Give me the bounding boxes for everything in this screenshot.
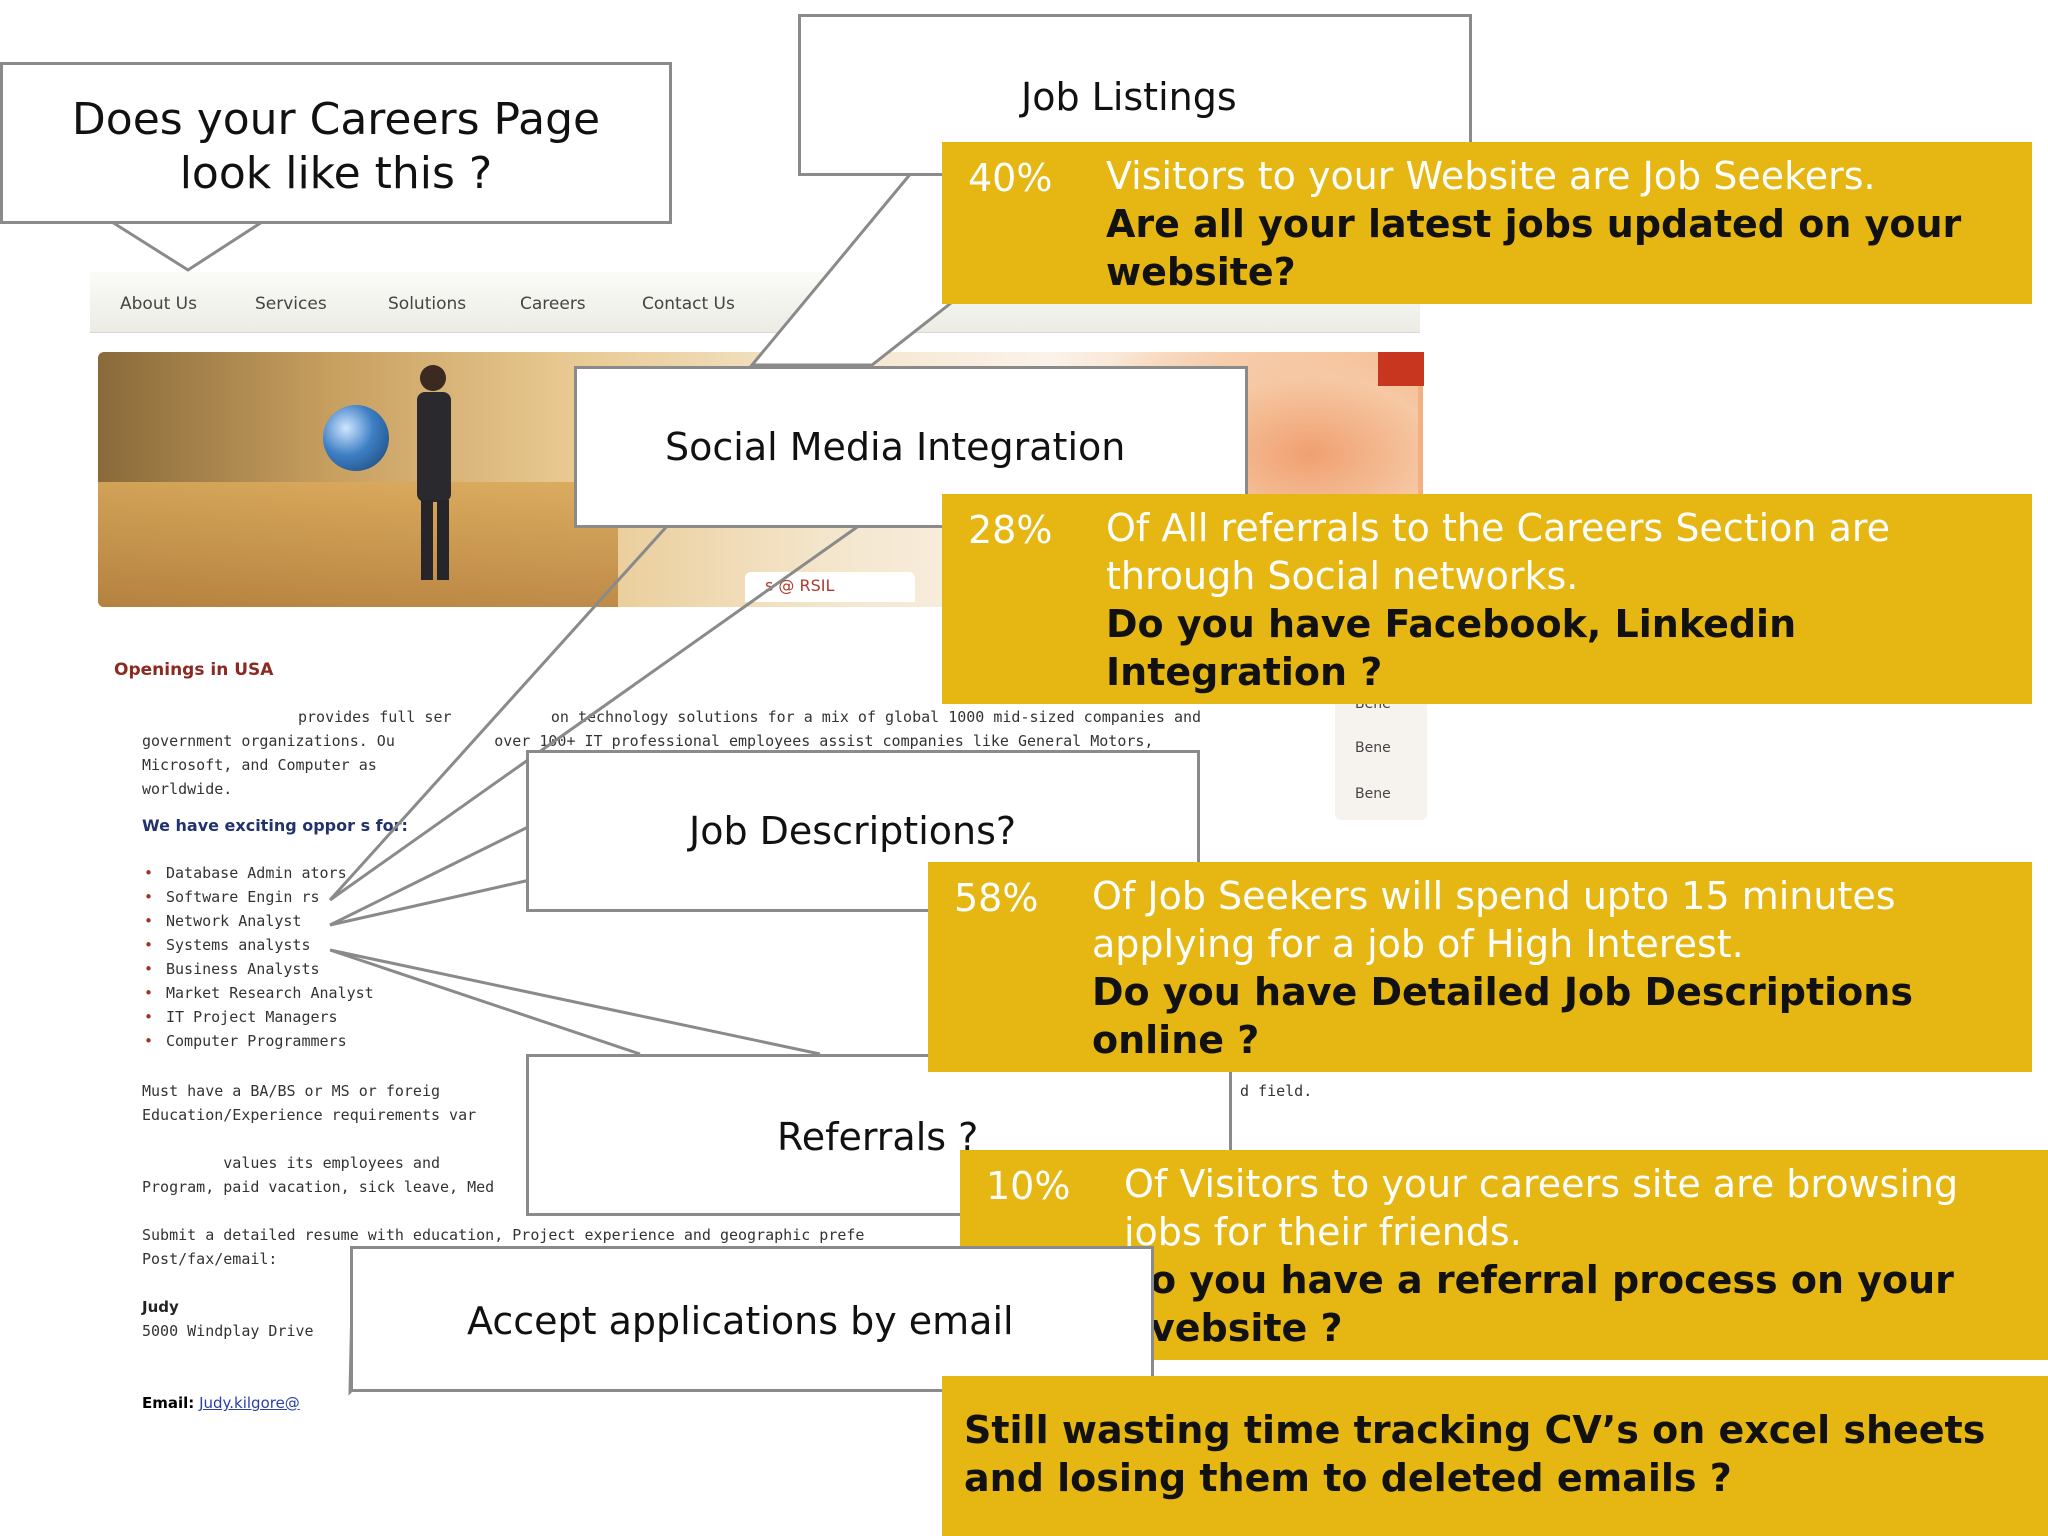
nav-solutions[interactable]: Solutions (388, 294, 467, 314)
nav-services[interactable]: Services (255, 294, 327, 314)
job-listings-label: Job Listings (1021, 75, 1237, 119)
stat-percent: 28% (968, 508, 1053, 552)
contact-name: Judy (142, 1298, 179, 1316)
requirements-line-1: Must have a BA/BS or MS or foreig (142, 1082, 441, 1100)
intro-line-2: government organizations. Ou over 100+ I… (142, 732, 1154, 750)
wheat-field (98, 482, 618, 607)
stat-question: Do you have Facebook, Linkedin (1106, 602, 1797, 646)
email-label: Email: (142, 1394, 195, 1412)
referrals-label: Referrals ? (777, 1115, 979, 1159)
stat-box-job-descriptions: 58% Of Job Seekers will spend upto 15 mi… (928, 862, 2032, 1072)
nav-about-us[interactable]: About Us (120, 294, 197, 314)
careers-question-callout: Does your Careers Page look like this ? (0, 62, 672, 224)
benefits-sidebar (1335, 685, 1427, 820)
stat-question: website? (1106, 250, 1296, 294)
role-item: Business Analysts (144, 960, 319, 978)
stat-question: Do you have Detailed Job Descriptions (1092, 970, 1913, 1014)
careers-question-line-2: look like this ? (179, 148, 493, 199)
stat-text: applying for a job of High Interest. (1092, 922, 1744, 966)
stat-question: o you have a referral process on your (1150, 1258, 1954, 1302)
role-item: Computer Programmers (144, 1032, 347, 1050)
stat-text: jobs for their friends. (1124, 1210, 1522, 1254)
stat-text: through Social networks. (1106, 554, 1579, 598)
closing-line-2: and losing them to deleted emails ? (964, 1456, 1732, 1500)
requirements-tail: d field. (1240, 1082, 1313, 1100)
stat-question: Integration ? (1106, 650, 1383, 694)
sidebar-item: Bene (1355, 740, 1391, 756)
stat-text: Of Visitors to your careers site are bro… (1124, 1162, 1959, 1206)
stat-text: Of Job Seekers will spend upto 15 minute… (1092, 874, 1896, 918)
stat-box-social-referrals: 28% Of All referrals to the Careers Sect… (942, 494, 2032, 704)
stat-percent: 40% (968, 156, 1053, 200)
requirements-line-2: Education/Experience requirements var (142, 1106, 477, 1124)
stat-text: Visitors to your Website are Job Seekers… (1106, 154, 1876, 198)
careers-question-line-1: Does your Careers Page (71, 94, 601, 145)
submit-line-1: Submit a detailed resume with education,… (142, 1226, 865, 1244)
accept-email-label-front: Accept applications by email (467, 1299, 1014, 1343)
red-corner-block (1378, 352, 1424, 386)
role-item: IT Project Managers (144, 1008, 338, 1026)
nav-careers[interactable]: Careers (520, 294, 586, 314)
stat-question: vebsite ? (1150, 1306, 1343, 1350)
stat-question: online ? (1092, 1018, 1260, 1062)
intro-line-1: provides full ser on technology solution… (298, 708, 1202, 726)
stat-box-job-seekers: 40% Visitors to your Website are Job See… (942, 142, 2032, 304)
businessman-figure (417, 365, 451, 580)
benefits-line-2: Program, paid vacation, sick leave, Med (142, 1178, 495, 1196)
social-media-label: Social Media Integration (665, 425, 1126, 469)
benefits-line-1: values its employees and (142, 1154, 441, 1172)
stat-question: Are all your latest jobs updated on your (1106, 202, 1962, 246)
globe-icon (323, 405, 389, 471)
stat-percent: 10% (986, 1164, 1071, 1208)
stat-text: Of All referrals to the Careers Section … (1106, 506, 1891, 550)
role-item: Systems analysts (144, 936, 310, 954)
submit-line-2: Post/fax/email: (142, 1250, 278, 1268)
sidebar-item: Bene (1355, 786, 1391, 802)
job-descriptions-label: Job Descriptions? (689, 809, 1017, 853)
closing-question-box: Still wasting time tracking CV’s on exce… (942, 1376, 2048, 1536)
role-item: Market Research Analyst (144, 984, 374, 1002)
role-item: Database Admin ators (144, 864, 347, 882)
intro-line-4: worldwide. (142, 780, 233, 798)
openings-heading: Openings in USA (114, 660, 274, 680)
role-item: Software Engin rs (144, 888, 319, 906)
opportunities-label: We have exciting oppor s for: (142, 816, 408, 835)
email-link[interactable]: Judy.kilgore@ (199, 1394, 300, 1412)
stat-percent: 58% (954, 876, 1039, 920)
contact-address: 5000 Windplay Drive (142, 1322, 314, 1340)
closing-line-1: Still wasting time tracking CV’s on exce… (964, 1408, 1986, 1452)
accept-email-callout-front: Accept applications by email (350, 1246, 1154, 1392)
email-row: Email: Judy.kilgore@ (142, 1394, 300, 1412)
role-item: Network Analyst (144, 912, 302, 930)
nav-contact-us[interactable]: Contact Us (642, 294, 735, 314)
